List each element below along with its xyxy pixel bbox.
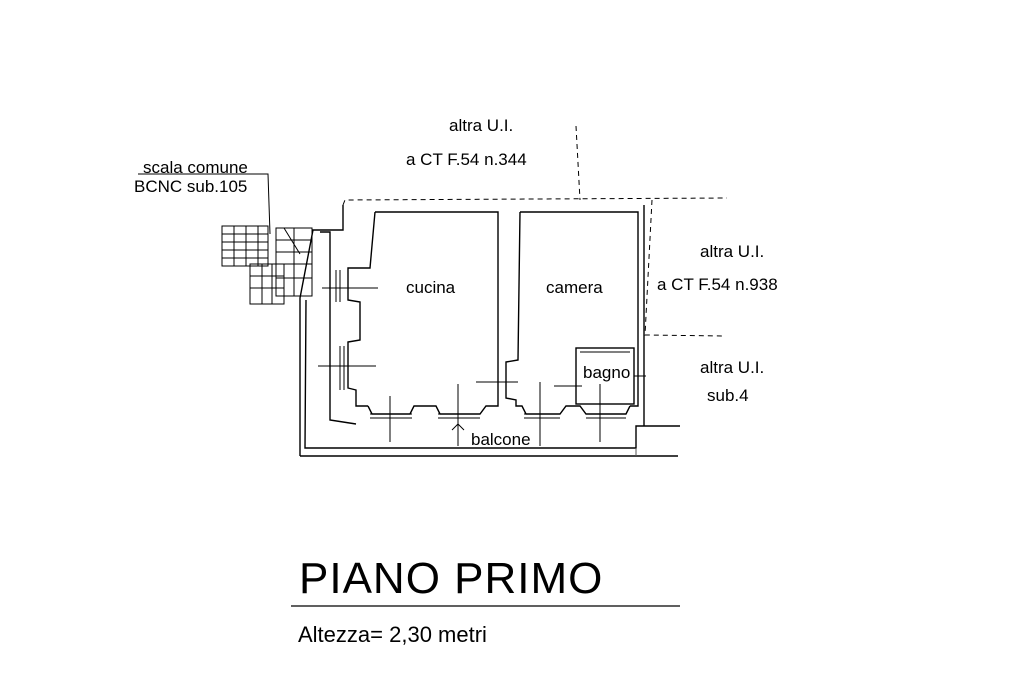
room-label-bedroom: camera bbox=[546, 278, 603, 297]
neighbor-lower-label-1: altra U.I. bbox=[700, 358, 764, 377]
kitchen-walls bbox=[347, 211, 499, 415]
room-label-bathroom: bagno bbox=[583, 363, 630, 382]
neighbor-top-label-1: altra U.I. bbox=[449, 116, 513, 135]
stair-label-2: BCNC sub.105 bbox=[134, 177, 247, 196]
window-symbols bbox=[318, 270, 646, 446]
stair-label-1: scala comune bbox=[143, 158, 248, 177]
room-label-kitchen: cucina bbox=[406, 278, 456, 297]
neighbor-top-label-2: a CT F.54 n.344 bbox=[406, 150, 527, 169]
floor-title: PIANO PRIMO bbox=[299, 554, 603, 603]
outer-walls bbox=[299, 205, 680, 457]
bedroom-walls bbox=[505, 211, 639, 415]
room-label-balcony: balcone bbox=[471, 430, 531, 449]
common-stairwell bbox=[138, 173, 313, 305]
height-note: Altezza= 2,30 metri bbox=[298, 622, 487, 647]
neighbor-right-label-1: altra U.I. bbox=[700, 242, 764, 261]
neighbor-right-label-2: a CT F.54 n.938 bbox=[657, 275, 778, 294]
property-boundary bbox=[342, 125, 728, 337]
neighbor-lower-label-2: sub.4 bbox=[707, 386, 749, 405]
